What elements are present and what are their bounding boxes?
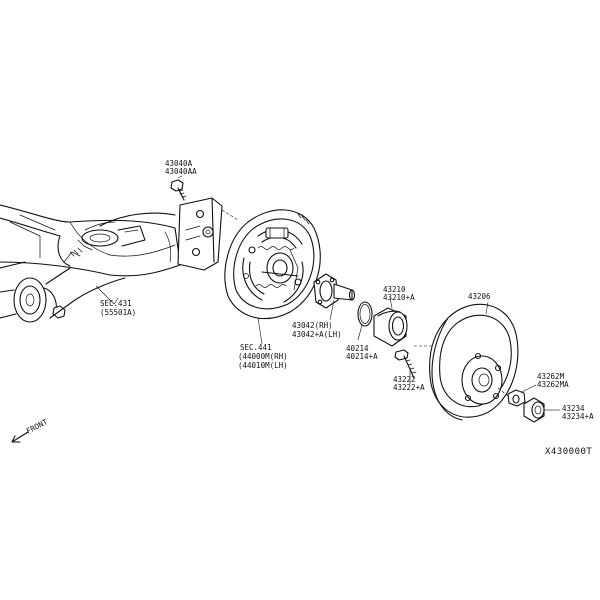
label-43210: 43210 [383,285,406,294]
label-43234: 43234 [562,404,585,413]
hub-cap [523,397,560,423]
label-43262m: 43262M [537,372,565,381]
label-40214: 40214 [346,344,369,353]
label-sec441-lh: (44010M(LH) [238,361,288,370]
brake-drum [429,301,519,421]
label-43040aa: 43040AA [165,167,197,176]
label-43262ma: 43262MA [537,380,569,389]
label-43040a: 43040A [165,159,193,168]
wheel-bearing [373,297,408,347]
label-40214a: 40214+A [346,352,378,361]
bolt-43040a [170,179,187,201]
label-43042-rh: 43042(RH) [292,321,333,330]
hub-bolt [394,349,417,384]
label-sec431-part: (55501A) [100,308,136,317]
front-direction-indicator: FRONT [11,417,50,443]
hub-spindle [313,273,356,321]
snap-ring [357,301,373,341]
label-43222a: 43222+A [393,383,425,392]
label-43210a: 43210+A [383,293,415,302]
label-43042-lh: 43042+A(LH) [292,330,342,339]
rear-axle-beam [0,204,181,323]
brake-backing-plate [224,209,321,320]
front-arrow-icon [11,431,29,443]
diagram-id: X430000T [545,447,592,457]
label-sec431: SEC.431 [100,299,132,308]
label-43222: 43222 [393,375,416,384]
axle-bracket [177,197,223,271]
label-sec441-rh: (44000M(RH) [238,352,288,361]
label-43234a: 43234+A [562,412,594,421]
front-label: FRONT [25,417,50,436]
label-sec441: SEC.441 [240,343,272,352]
hub-nut [507,384,537,407]
label-43206: 43206 [468,292,491,301]
